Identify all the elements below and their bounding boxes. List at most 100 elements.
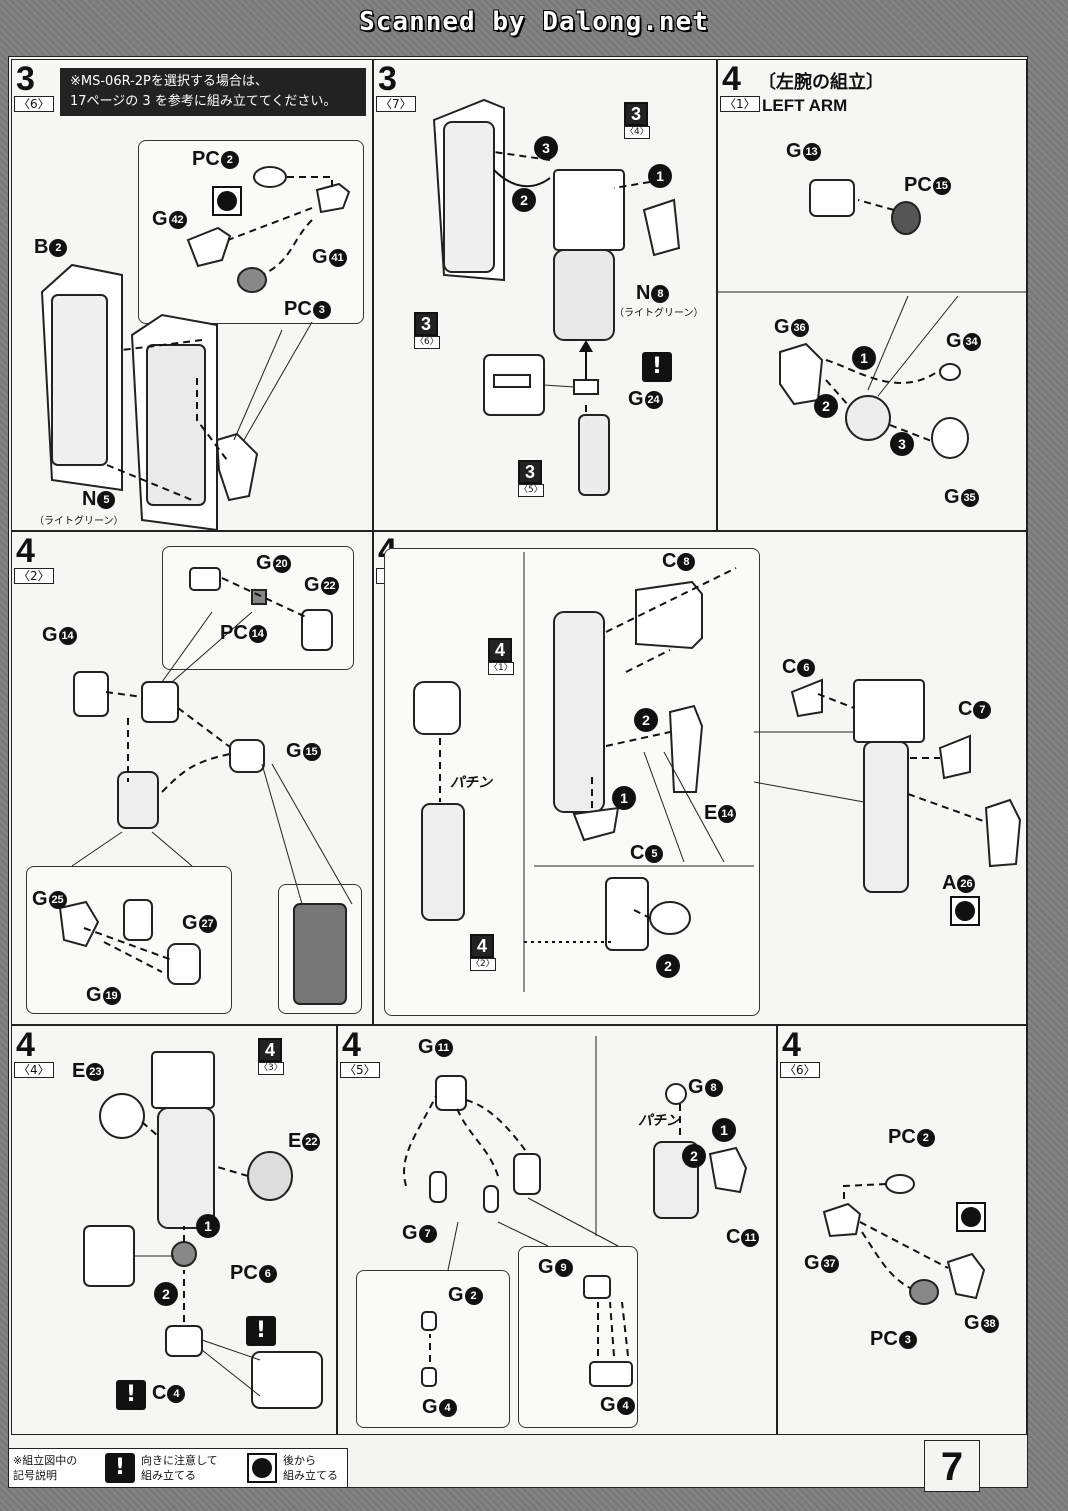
warning-icon: !: [116, 1380, 146, 1410]
sequence-2: 2: [682, 1144, 706, 1168]
reference-step-3-6: 3〈6〉: [414, 312, 440, 349]
note-box: ※MS-06R-2Pを選択する場合は、 17ページの 3 を参考に組み立ててくだ…: [60, 68, 366, 116]
step-number: 4: [722, 60, 741, 98]
step-number: 4: [16, 1026, 35, 1064]
step-number: 3: [16, 60, 35, 98]
legend-back-text: 後から組み立てる: [283, 1454, 338, 1482]
section-title-jp: 〔左腕の組立〕: [758, 72, 884, 93]
substep-number: 〈7〉: [376, 96, 416, 112]
warning-icon: !: [642, 352, 672, 382]
parts-diagram: [58, 567, 353, 1005]
assemble-later-icon: [950, 896, 980, 926]
step-number: 4: [16, 532, 35, 570]
panel-step-3-6: 3 〈6〉 ※MS-06R-2Pを選択する場合は、 17ページの 3 を参考に組…: [11, 59, 373, 531]
sequence-1: 1: [852, 346, 876, 370]
sequence-1: 1: [196, 1214, 220, 1238]
parts-diagram: [403, 1036, 748, 1387]
sequence-3: 3: [534, 136, 558, 160]
sequence-2: 2: [814, 394, 838, 418]
panel-step-3-7: 3 〈7〉 3〈4〉 3〈6: [373, 59, 717, 531]
sequence-2b: 2: [656, 954, 680, 978]
parts-diagram: [83, 1051, 323, 1409]
assemble-later-icon: [956, 1202, 986, 1232]
substep-number: 〈6〉: [14, 96, 54, 112]
reference-step-3-4: 3〈4〉: [624, 102, 650, 139]
substep-number: 〈6〉: [780, 1062, 820, 1078]
color-note: （ライトグリーン）: [614, 308, 704, 319]
legend-warn-text: 向きに注意して組み立てる: [141, 1454, 218, 1482]
note-line-2: 17ページの 3 を参考に組み立ててください。: [70, 94, 337, 109]
scan-header: Scanned by Dalong.net: [0, 0, 1068, 48]
parts-diagram: [822, 1174, 986, 1305]
sequence-1: 1: [648, 164, 672, 188]
reference-step-4-3: 4〈3〉: [258, 1038, 284, 1075]
reference-step-4-2: 4〈2〉: [470, 934, 496, 971]
step-number: 4: [782, 1026, 801, 1064]
sequence-3: 3: [890, 432, 914, 456]
sequence-2: 2: [634, 708, 658, 732]
assemble-later-icon: [212, 186, 242, 216]
panel-step-4-3: 4 〈3〉: [373, 531, 1027, 1025]
sequence-2: 2: [512, 188, 536, 212]
scan-credit: Scanned by Dalong.net: [359, 7, 709, 37]
snap-sound-text: パチン: [450, 775, 492, 791]
snap-sound-text: パチン: [638, 1113, 680, 1129]
warning-icon: !: [105, 1453, 135, 1483]
substep-number: 〈5〉: [340, 1062, 380, 1078]
page-number: 7: [924, 1440, 980, 1492]
sequence-1: 1: [612, 786, 636, 810]
legend-title: ※組立図中の記号説明: [13, 1454, 78, 1482]
panel-step-4-5: 4 〈5〉: [337, 1025, 777, 1435]
note-line-1: ※MS-06R-2Pを選択する場合は、: [70, 74, 268, 89]
step-number: 3: [378, 60, 397, 98]
parts-diagram: [718, 179, 1026, 459]
panel-step-4-2: 4 〈2〉: [11, 531, 373, 1025]
sequence-1: 1: [712, 1118, 736, 1142]
instruction-sheet: 3 〈6〉 ※MS-06R-2Pを選択する場合は、 17ページの 3 を参考に組…: [8, 56, 1028, 1488]
reference-step-3-5: 3〈5〉: [518, 460, 544, 497]
substep-number: 〈1〉: [720, 96, 760, 112]
section-title-en: LEFT ARM: [762, 96, 848, 115]
parts-diagram: [432, 98, 681, 496]
assemble-later-icon: [247, 1453, 277, 1483]
detail-inset: [518, 1246, 638, 1428]
substep-number: 〈4〉: [14, 1062, 54, 1078]
color-note: （ライトグリーン）: [34, 516, 124, 527]
